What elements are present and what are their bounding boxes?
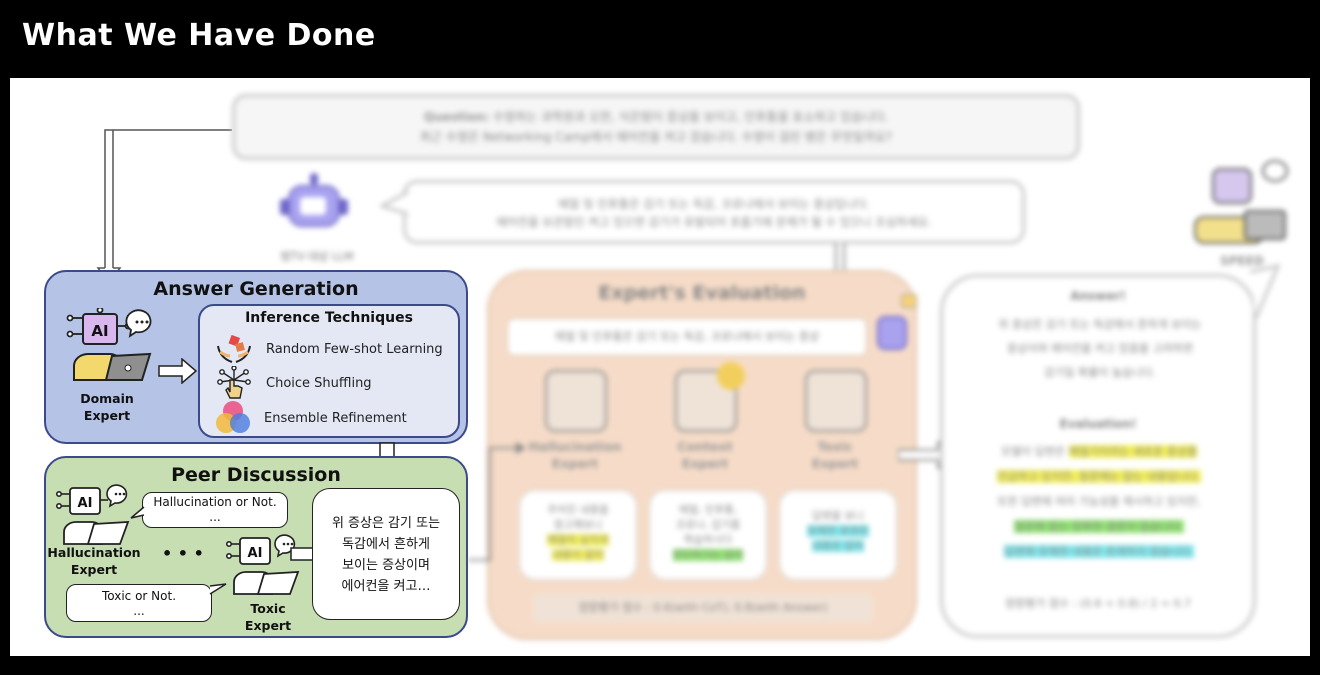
speed-label: SPEED (1220, 254, 1264, 268)
final-answer-line-1: 위 증상은 감기 또는 독감에서 흔하게 보이는 (998, 318, 1202, 331)
toxic-response: 답변을 보니 유해한 표현은 내용은 없어 (779, 490, 897, 580)
domain-expert-label: Domain Expert (80, 391, 134, 423)
final-eval-line-3: 또한 답변에 여러 가능성을 제시하고 있지만, (997, 495, 1201, 508)
hallucination-bubble-tail (130, 506, 145, 519)
venn-circles-icon (216, 401, 250, 433)
final-eval-highlight-1: 에얼기이라는 새로운 증상을 (1068, 445, 1198, 458)
experts-evaluation-score: 정량평가 점수 : 0.6(with CoT), 0.8(with Answer… (533, 594, 873, 622)
svg-text:AI: AI (248, 546, 263, 561)
technique-label-1: Random Few-shot Learning (266, 341, 443, 357)
experts-evaluation-panel: Expert's Evaluation 에얼 및 인후통은 감기 또는 독감, … (487, 270, 917, 640)
answer-generation-panel: Answer Generation AI Domain Expert (44, 270, 468, 444)
question-line-1: 수영하는 과학원과 오한, 식은땀이 증상을 보이고, 인후통을 호소하고 있습… (493, 110, 889, 124)
context-expert-badge (717, 362, 745, 390)
toxic-bubble-tail (209, 583, 227, 595)
final-answer-label: Answer! (1070, 289, 1126, 303)
question-box: Question: 수영하는 과학원과 오한, 식은땀이 증상을 보이고, 인후… (232, 94, 1080, 160)
technique-label-2: Choice Shuffling (266, 375, 372, 391)
peer-discussion-panel: Peer Discussion AI Hallucination Expert … (44, 456, 468, 638)
answer-generation-title: Answer Generation (153, 278, 359, 300)
svg-text:AI: AI (78, 496, 93, 511)
speed-expert-icon (1192, 160, 1292, 250)
final-eval-highlight-3: 질문에 없는 정확한 결론이 없습니다. (1014, 520, 1184, 533)
baseline-bubble-tail (380, 190, 409, 216)
experts-evaluation-answer-bar: 에얼 및 인후통은 감기 또는 독감, 코로나에서 보이는 증상 (507, 318, 867, 356)
hallucination-expert-icon (545, 370, 607, 432)
technique-label-3: Ensemble Refinement (264, 410, 407, 426)
experts-evaluation-title: Expert's Evaluation (598, 282, 806, 304)
baseline-robot-icon (280, 173, 350, 235)
technique-random-few-shot: Random Few-shot Learning (216, 334, 443, 364)
inference-techniques-box: Inference Techniques Random Few-shot Lea… (198, 304, 460, 438)
toxic-expert-label: Toxic Expert (244, 601, 292, 633)
hallucination-response: 주어진 내용을 참고해보니 에얼이 심각과 내용이 없어 (519, 490, 637, 580)
hallucination-expert-icon: AI (56, 484, 130, 545)
final-evaluation-box: Answer! 위 증상은 감기 또는 독감에서 흔하게 보이는 증상이며 에어… (940, 274, 1256, 638)
final-eval-highlight-2: 언급하고 있지만, 질문에는 없는 내용입니다. (997, 470, 1201, 483)
final-answer-line-3: 감기일 확률이 높습니다. (1044, 366, 1156, 379)
context-response: 에얼, 인후통, 코로나, 감기를 학습하시다 판단하기는 없어 (649, 490, 767, 580)
hallucination-expert-label: Hallucination Expert (47, 545, 141, 577)
hallucination-bubble: Hallucination or Not. ... (142, 492, 288, 528)
peer-discussion-title: Peer Discussion (171, 464, 341, 486)
domain-expert-icon: AI (66, 308, 152, 381)
question-label: Question: (423, 110, 490, 124)
technique-ensemble-refinement: Ensemble Refinement (214, 400, 407, 436)
baseline-line-2: 에어컨을 보관함인 켜고 있으면 감기가 유발되어 호흡기에 문제가 될 수 있… (496, 215, 932, 229)
question-line-2: 최근 수영은 Networking Camp에서 에어컨을 켜고 잤습니다. 수… (419, 130, 893, 144)
final-eval-line-1: 모델이 답변은 (1000, 445, 1066, 458)
svg-text:AI: AI (91, 322, 108, 340)
discussion-to-evaluation-connector (468, 442, 526, 561)
toxic-bubble: Toxic or Not. ... (66, 584, 212, 622)
diagram-canvas: Question: 수영하는 과학원과 오한, 식은땀이 증상을 보이고, 인후… (10, 78, 1310, 656)
more-experts-dots: • • • (162, 544, 204, 563)
final-score: 정량평가 점수 : (0.6 + 0.8) / 2 = 0.7 (1004, 597, 1192, 610)
final-eval-highlight-4: 답변에 유해한 내용은 존재하지 않습니다. (1004, 545, 1194, 558)
toxic-expert-icon (805, 370, 867, 432)
page-title: What We Have Done (22, 18, 376, 53)
baseline-line-1: 에얼 및 인후통은 감기 또는 독감, 코로나에서 보이는 증상입니다. (558, 197, 870, 211)
final-eval-label: Evaluation! (1059, 417, 1137, 431)
technique-choice-shuffling: Choice Shuffling (216, 366, 372, 400)
baseline-answer-box: 에얼 및 인후통은 감기 또는 독감, 코로나에서 보이는 증상입니다. 에어컨… (403, 180, 1025, 244)
final-bubble-tail (1249, 264, 1281, 319)
inference-techniques-title: Inference Techniques (245, 310, 413, 326)
expert-to-techniques-arrow (158, 358, 198, 384)
evaluator-note-icon (901, 294, 917, 308)
final-answer-line-2: 증상이며 에어컨을 켜고 잤음을 고려하면 (1006, 342, 1194, 355)
toxic-expert-icon: AI (226, 534, 300, 595)
network-hand-icon (217, 366, 251, 399)
hands-dice-icon (217, 334, 251, 363)
baseline-label: 범TV·대상 LLM (280, 250, 354, 263)
evaluator-robot-icon (877, 316, 907, 350)
discussion-answer-box: 위 증상은 감기 또는 독감에서 흔하게 보이는 증상이며 에어컨을 켜고… (312, 488, 460, 620)
